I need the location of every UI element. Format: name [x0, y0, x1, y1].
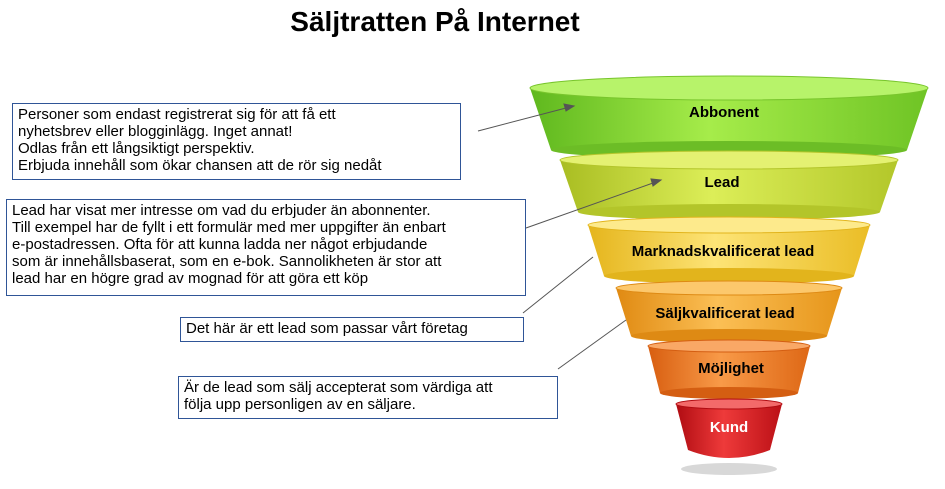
funnel-stage-label: Lead — [704, 174, 739, 191]
note-line: Det här är ett lead som passar vårt före… — [186, 320, 468, 337]
note-line: e-postadressen. Ofta för att kunna ladda… — [12, 236, 428, 253]
arrowhead-icon — [650, 178, 663, 187]
note-line: Till exempel har de fyllt i ett formulär… — [12, 219, 446, 236]
note-lead: Lead har visat mer intresse om vad du er… — [6, 199, 526, 296]
page-title: Säljtratten På Internet — [290, 6, 580, 37]
note-line: följa upp personligen av en säljare. — [184, 396, 416, 413]
funnel-stage-abonnent: Abbonent — [529, 75, 929, 159]
note-line: som är innehållsbaserat, som en e-bok. S… — [12, 253, 442, 270]
funnel-stage-label: Möjlighet — [698, 360, 764, 377]
funnel-stage-label: Marknadskvalificerat lead — [632, 243, 815, 260]
note-abonnent: Personer som endast registrerat sig för … — [12, 103, 461, 180]
connector-abonnent — [477, 107, 567, 132]
connector-lead — [525, 182, 654, 229]
connector-sql — [557, 319, 627, 370]
note-line: Lead har visat mer intresse om vad du er… — [12, 202, 431, 219]
funnel-stage-label: Säljkvalificerat lead — [655, 305, 794, 322]
note-line: Är de lead som sälj accepterat som värdi… — [184, 379, 493, 396]
funnel-stage-mql: Marknadskvalificerat lead — [587, 216, 871, 284]
note-line: Personer som endast registrerat sig för … — [18, 106, 336, 123]
funnel-stage-sql: Säljkvalificerat lead — [615, 280, 843, 343]
arrowhead-icon — [563, 103, 576, 112]
note-line: Odlas från ett långsiktigt perspektiv. — [18, 140, 255, 157]
note-line: lead har en högre grad av mognad för att… — [12, 270, 369, 287]
funnel-stage-mojlighet: Möjlighet — [647, 339, 811, 399]
funnel-shadow — [681, 463, 777, 475]
note-sql: Är de lead som sälj accepterat som värdi… — [178, 376, 558, 419]
note-line: Erbjuda innehåll som ökar chansen att de… — [18, 157, 382, 174]
funnel-stage-label: Kund — [710, 419, 748, 436]
funnel-stage-kund: Kund — [675, 398, 783, 458]
connector-mql — [522, 256, 594, 314]
funnel-stage-label: Abbonent — [689, 104, 759, 121]
funnel-stage-lead: Lead — [559, 150, 899, 220]
note-mql: Det här är ett lead som passar vårt före… — [180, 317, 524, 342]
note-line: nyhetsbrev eller blogginlägg. Inget anna… — [18, 123, 293, 140]
